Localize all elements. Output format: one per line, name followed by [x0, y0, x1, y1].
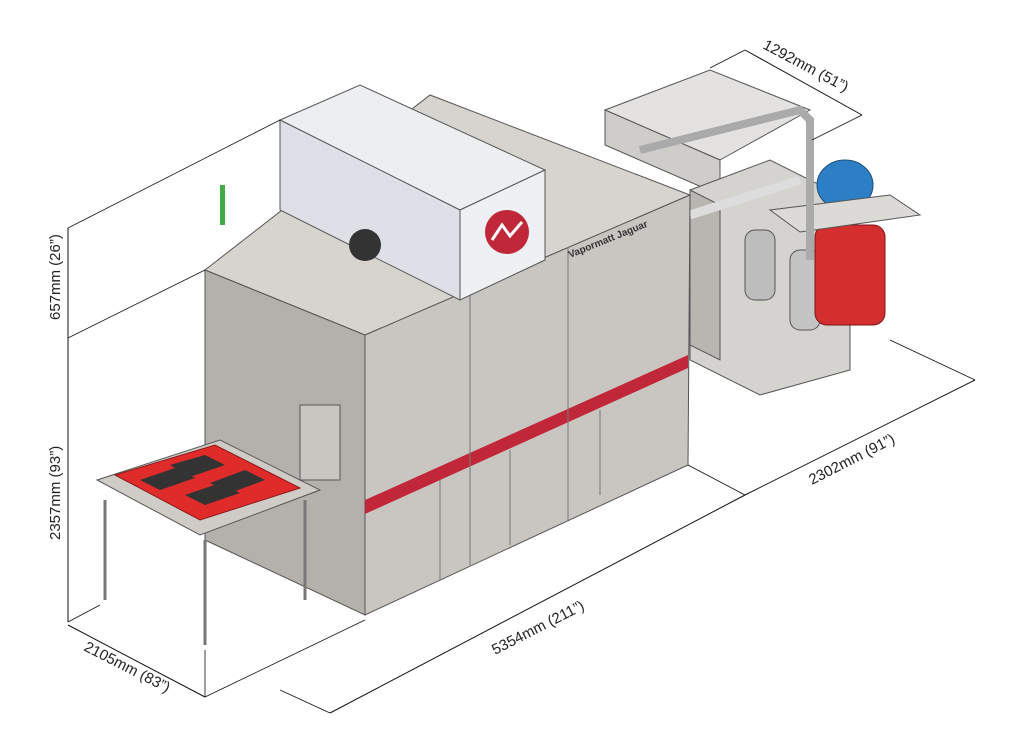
hood-height-label: 657mm (26”): [47, 234, 64, 320]
ancillary-unit: [603, 69, 922, 396]
machine-height-label: 2357mm (93”): [47, 446, 64, 540]
loading-table: [95, 185, 341, 645]
blower-icon: [349, 229, 381, 261]
main-cabinet: Vapormatt Jaguar: [204, 84, 692, 616]
dimension-lines: [67, 49, 976, 714]
machine-length-label: 5354mm (211”): [489, 597, 587, 658]
red-stripe: [365, 355, 688, 514]
signal-tower-icon: [220, 185, 225, 225]
machine-width-label: 2105mm (83”): [81, 638, 173, 696]
ancillary-length-label: 2302mm (91”): [806, 431, 898, 489]
